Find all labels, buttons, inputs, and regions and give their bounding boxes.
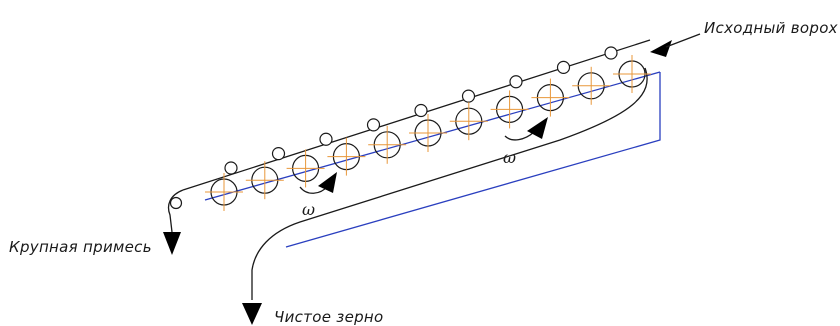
input-heap-label: Исходный ворох — [704, 19, 838, 37]
upper-roller — [224, 161, 238, 175]
rotation-arrow-1-icon — [318, 172, 337, 193]
screen-line — [204, 71, 661, 201]
upper-roller — [271, 147, 286, 161]
grain-flow-curve — [251, 67, 648, 300]
upper-roller — [604, 46, 618, 60]
main-rollers — [205, 55, 651, 211]
rotation-arc-2 — [504, 131, 535, 141]
rotation-arrow-2-icon — [527, 117, 548, 139]
upper-roller — [556, 60, 571, 74]
chute-line — [285, 72, 661, 248]
coarse-impurity-label: Крупная примесь — [9, 238, 152, 256]
omega-label-1: ω — [302, 200, 315, 219]
input-arrow-stem — [665, 33, 701, 48]
upper-roller — [319, 132, 333, 146]
coarse-impurity-arrow-icon — [163, 232, 181, 255]
impurity-flow-curve — [167, 189, 184, 233]
upper-roller — [461, 89, 476, 103]
upper-roller — [414, 103, 428, 118]
clean-grain-label: Чистое зерно — [274, 308, 384, 326]
omega-label-2: ω — [503, 148, 516, 167]
upper-roller — [366, 118, 381, 132]
input-arrow-icon — [650, 40, 672, 57]
upper-rollers — [224, 46, 618, 175]
upper-roller — [509, 75, 523, 89]
outlet-roller — [169, 196, 183, 210]
clean-grain-arrow-icon — [242, 303, 262, 325]
